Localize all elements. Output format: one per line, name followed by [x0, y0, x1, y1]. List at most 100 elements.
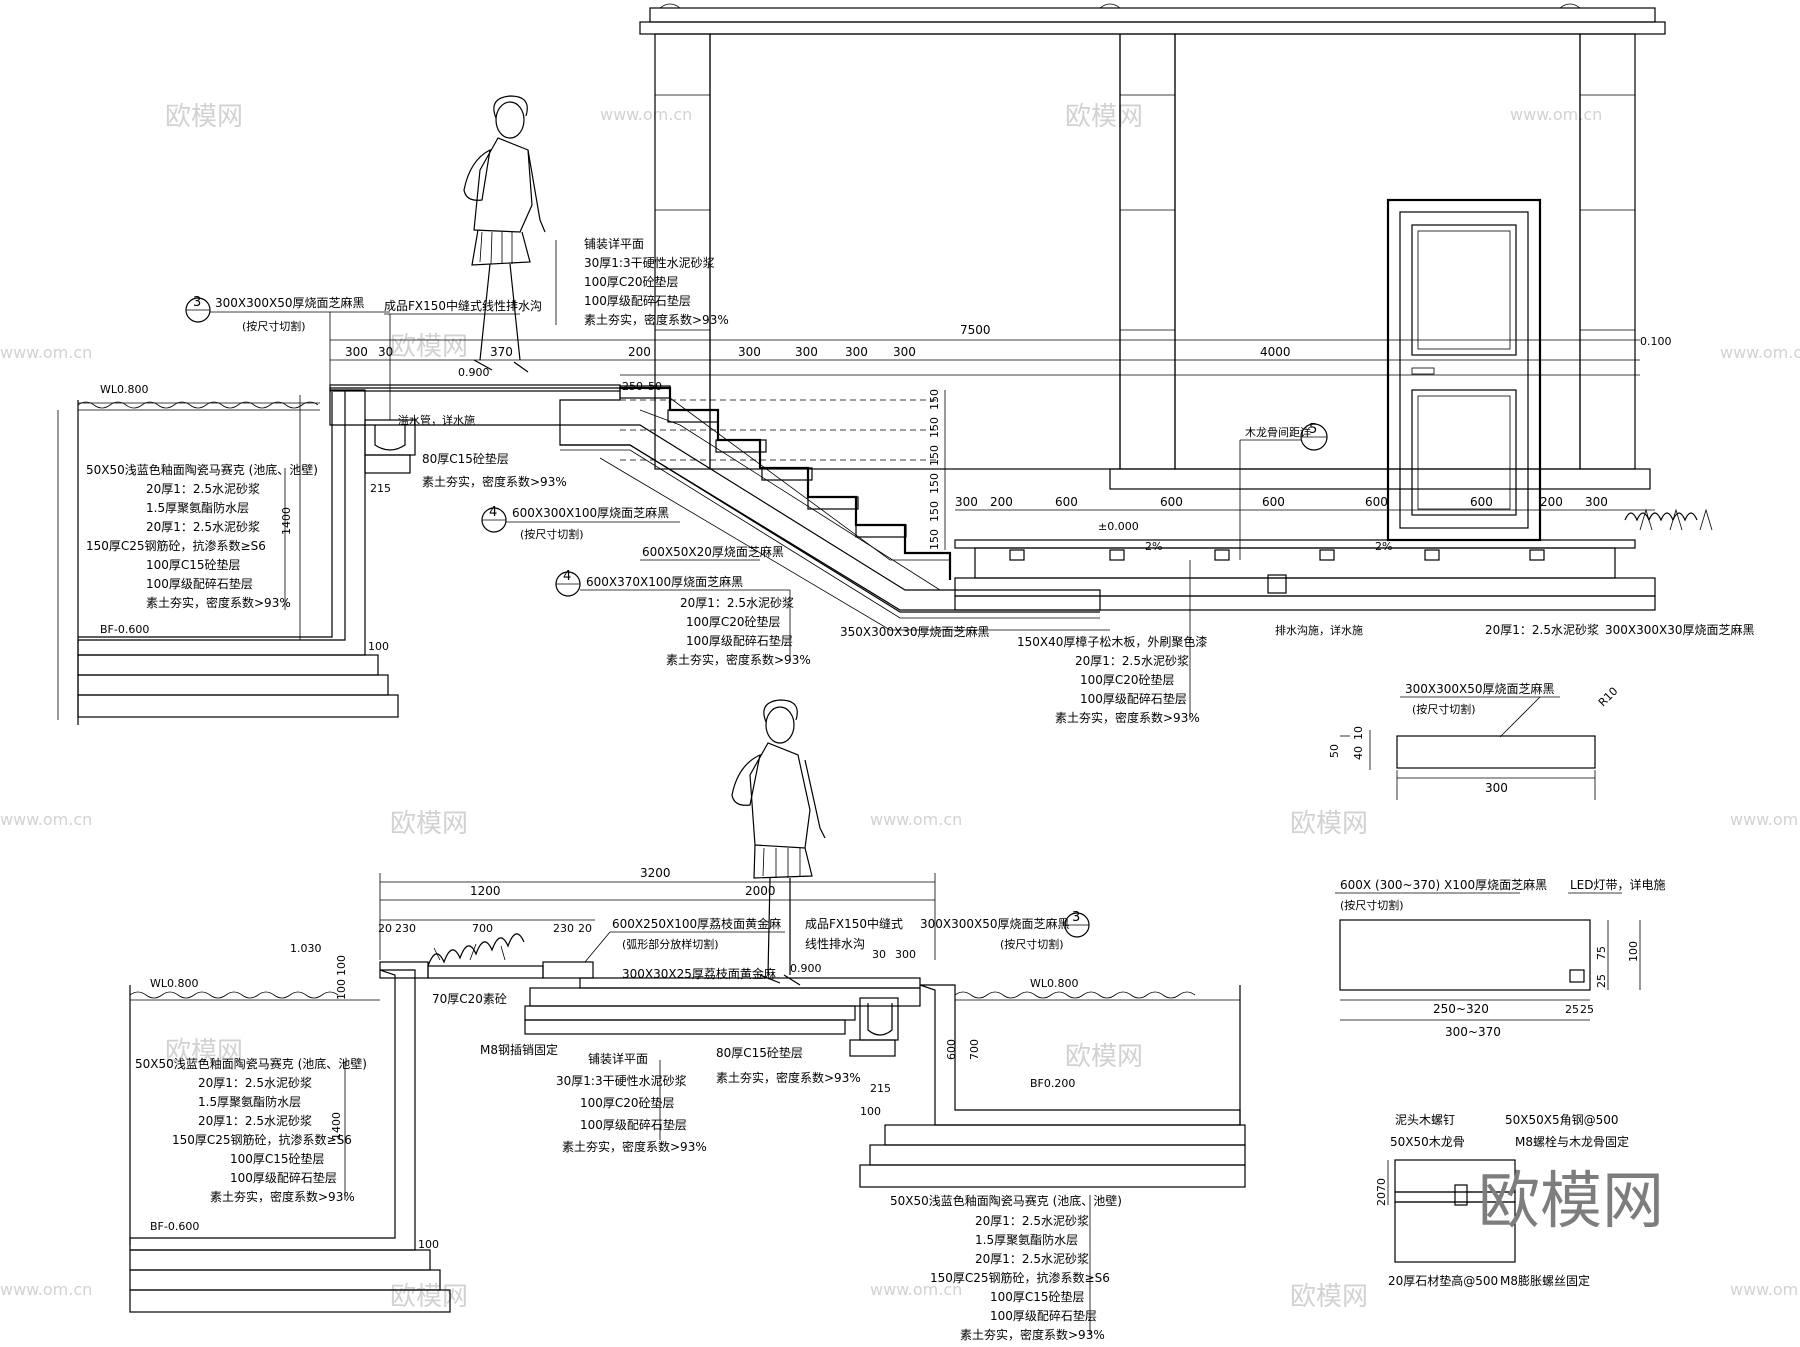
svg-text:M8膨胀螺丝固定: M8膨胀螺丝固定: [1500, 1273, 1590, 1288]
svg-text:LED灯带，详电施: LED灯带，详电施: [1570, 877, 1666, 892]
svg-text:300: 300: [345, 345, 368, 359]
svg-text:215: 215: [870, 1082, 891, 1095]
level-wl-left: WL0.800: [150, 977, 199, 990]
floor-section: [954, 508, 1713, 611]
svg-text:素土夯实，密度系数>93%: 素土夯实，密度系数>93%: [584, 312, 729, 327]
svg-text:1.5厚聚氨酯防水层: 1.5厚聚氨酯防水层: [198, 1094, 301, 1109]
edge-right: 300X300X30厚烧面芝麻黑: [1605, 622, 1755, 637]
svg-text:(按尺寸切割): (按尺寸切割): [242, 319, 306, 333]
svg-text:300: 300: [845, 345, 868, 359]
svg-text:300: 300: [795, 345, 818, 359]
detail-b: 600X (300~370) X100厚烧面芝麻黑 (按尺寸切割) LED灯带，…: [1335, 877, 1666, 1039]
detail-a: 300X300X50厚烧面芝麻黑 (按尺寸切割) R10 50 40 10 30…: [1328, 681, 1620, 800]
c15-label: 80厚C15砼垫层: [422, 451, 509, 466]
pool-notes-right: 50X50浅蓝色釉面陶瓷马赛克 (池底、池壁) 20厚1：2.5水泥砂浆 1.5…: [890, 1193, 1122, 1342]
svg-text:70: 70: [1375, 1178, 1388, 1192]
c20-label: 70厚C20素砼: [432, 992, 507, 1006]
svg-text:20: 20: [1375, 1192, 1388, 1206]
pool-notes: 50X50浅蓝色釉面陶瓷马赛克 (池底、池壁) 20厚1：2.5水泥砂浆 1.5…: [86, 462, 318, 610]
watermark-brand: 欧模网: [1065, 102, 1143, 132]
svg-text:300: 300: [1585, 495, 1608, 509]
level-floor: ±0.000: [1098, 520, 1139, 533]
level-1030: 1.030: [290, 942, 322, 955]
wood-label: 木龙骨间距详: [1245, 425, 1311, 439]
svg-text:20厚1：2.5水泥砂浆: 20厚1：2.5水泥砂浆: [1075, 653, 1189, 668]
svg-text:600: 600: [1055, 495, 1078, 509]
svg-text:5: 5: [1309, 422, 1317, 437]
level-bf-left: BF-0.600: [150, 1220, 199, 1233]
svg-text:泥头木螺钉: 泥头木螺钉: [1395, 1113, 1455, 1127]
svg-text:100厚级配碎石垫层: 100厚级配碎石垫层: [686, 633, 793, 648]
watermark-url: www.om.cn: [0, 810, 92, 829]
svg-text:20厚1：2.5水泥砂浆: 20厚1：2.5水泥砂浆: [146, 519, 260, 534]
svg-text:1400: 1400: [280, 507, 293, 535]
background-watermarks: 欧模网 欧模网 www.om.cn www.om.cn www.om.cn ww…: [0, 102, 1800, 1312]
svg-text:150厚C25钢筋砼，抗渗系数≥S6: 150厚C25钢筋砼，抗渗系数≥S6: [172, 1132, 352, 1147]
coping-label: 600X250X100厚荔枝面黄金麻: [612, 916, 781, 931]
m8-label: M8钢插销固定: [480, 1042, 558, 1057]
svg-text:100厚级配碎石垫层: 100厚级配碎石垫层: [990, 1308, 1097, 1323]
paving-notes-2: 铺装详平面 30厚1:3干硬性水泥砂浆 100厚C20砼垫层 100厚级配碎石垫…: [556, 1051, 707, 1154]
svg-text:100厚级配碎石垫层: 100厚级配碎石垫层: [584, 293, 691, 308]
svg-text:230: 230: [553, 922, 574, 935]
svg-text:100厚级配碎石垫层: 100厚级配碎石垫层: [1080, 691, 1187, 706]
floor-notes: 150X40厚樟子松木板，外刷聚色漆 20厚1：2.5水泥砂浆 100厚C20砼…: [1017, 560, 1207, 725]
svg-text:300X300X50厚烧面芝麻黑: 300X300X50厚烧面芝麻黑: [215, 295, 365, 310]
svg-text:100: 100: [335, 979, 348, 1000]
watermark-url: www.om.cn: [1730, 810, 1800, 829]
watermark-url: www.om.cn: [1730, 1280, 1800, 1299]
svg-text:50X50木龙骨: 50X50木龙骨: [1390, 1135, 1465, 1149]
svg-text:50X50浅蓝色釉面陶瓷马赛克 (池底、池壁): 50X50浅蓝色釉面陶瓷马赛克 (池底、池壁): [890, 1193, 1122, 1208]
human-figure: [463, 95, 546, 373]
svg-text:1.5厚聚氨酯防水层: 1.5厚聚氨酯防水层: [146, 500, 249, 515]
human-figure-2: [731, 699, 826, 986]
svg-text:素土夯实，密度系数>93%: 素土夯实，密度系数>93%: [210, 1189, 355, 1204]
watermark-brand: 欧模网: [1290, 809, 1368, 839]
svg-text:100厚C20砼垫层: 100厚C20砼垫层: [1080, 672, 1175, 687]
dim-lines: [57, 339, 1655, 720]
svg-text:100厚级配碎石垫层: 100厚级配碎石垫层: [146, 576, 253, 591]
svg-text:600: 600: [1160, 495, 1183, 509]
svg-text:20: 20: [578, 922, 592, 935]
callout-3: 3 300X300X50厚烧面芝麻黑 (按尺寸切割): [185, 295, 390, 385]
svg-text:600: 600: [1470, 495, 1493, 509]
edge-label: 350X300X30厚烧面芝麻黑: [840, 624, 990, 639]
svg-text:25: 25: [1580, 1003, 1594, 1016]
svg-text:700: 700: [968, 1039, 981, 1060]
svg-text:50X50浅蓝色釉面陶瓷马赛克 (池底、池壁): 50X50浅蓝色釉面陶瓷马赛克 (池底、池壁): [135, 1056, 367, 1071]
soil-label-2: 素土夯实，密度系数>93%: [716, 1070, 861, 1085]
svg-text:20厚1：2.5水泥砂浆: 20厚1：2.5水泥砂浆: [680, 595, 794, 610]
svg-text:300X300X50厚烧面芝麻黑: 300X300X50厚烧面芝麻黑: [1405, 681, 1555, 696]
detail-c: 泥头木螺钉 50X50X5角钢@500 50X50木龙骨 M8螺栓与木龙骨固定 …: [1375, 1113, 1629, 1288]
svg-text:30: 30: [872, 948, 886, 961]
logo-watermark: 欧模网: [1478, 1164, 1664, 1237]
svg-text:100: 100: [368, 640, 389, 653]
svg-text:100厚C20砼垫层: 100厚C20砼垫层: [584, 274, 679, 289]
svg-text:150: 150: [928, 529, 941, 550]
svg-text:25: 25: [1595, 974, 1608, 988]
watermark-brand: 欧模网: [390, 332, 468, 362]
svg-text:150: 150: [928, 473, 941, 494]
svg-text:200: 200: [1540, 495, 1563, 509]
svg-text:20厚1：2.5水泥砂浆: 20厚1：2.5水泥砂浆: [198, 1113, 312, 1128]
svg-text:3200: 3200: [640, 866, 671, 880]
svg-text:100: 100: [860, 1105, 881, 1118]
watermark-brand: 欧模网: [165, 1037, 243, 1067]
svg-text:100: 100: [1627, 941, 1640, 962]
level-bf-right: BF0.200: [1030, 1077, 1075, 1090]
svg-text:700: 700: [472, 922, 493, 935]
svg-text:1200: 1200: [470, 884, 501, 898]
svg-text:(按尺寸切割): (按尺寸切割): [1412, 702, 1476, 716]
svg-text:20厚1：2.5水泥砂浆: 20厚1：2.5水泥砂浆: [198, 1075, 312, 1090]
svg-text:25: 25: [1565, 1003, 1579, 1016]
svg-text:40: 40: [1352, 746, 1365, 760]
svg-text:1400: 1400: [330, 1112, 343, 1140]
watermark-brand: 欧模网: [390, 809, 468, 839]
svg-text:20厚1：2.5水泥砂浆: 20厚1：2.5水泥砂浆: [146, 481, 260, 496]
deck-label: 300X30X25厚荔枝面黄金麻: [622, 966, 776, 981]
watermark-url: www.om.cn: [870, 1280, 962, 1299]
svg-text:600: 600: [945, 1039, 958, 1060]
svg-text:4: 4: [489, 505, 497, 520]
svg-text:30厚1:3干硬性水泥砂浆: 30厚1:3干硬性水泥砂浆: [584, 255, 715, 270]
svg-text:150厚C25钢筋砼，抗渗系数≥S6: 150厚C25钢筋砼，抗渗系数≥S6: [86, 538, 266, 553]
